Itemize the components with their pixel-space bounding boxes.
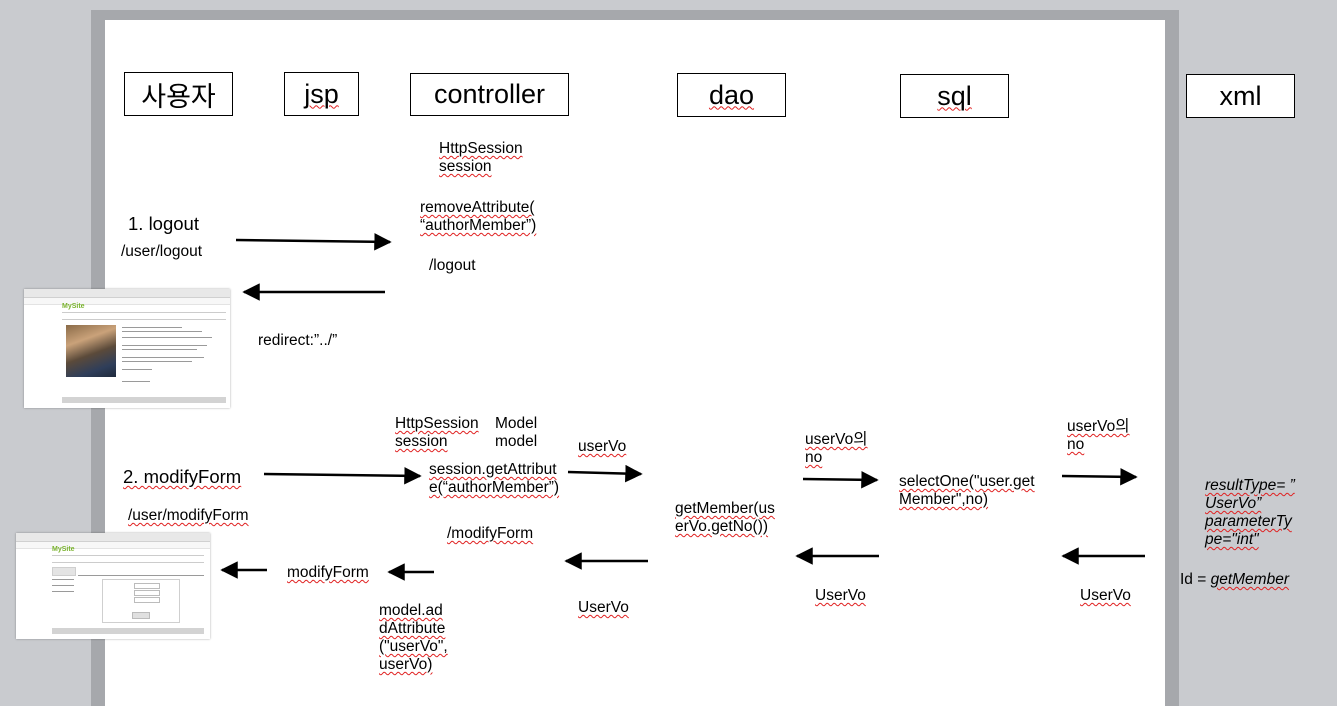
modify-url: /user/modifyForm [128, 507, 249, 524]
thumb-sidebar-active [52, 567, 76, 576]
thumb-form-input [134, 597, 160, 603]
dao-uservo-no: userVo의 no [805, 431, 868, 466]
thumb-brand: MySite [52, 546, 75, 553]
thumb-form-input [134, 583, 160, 589]
thumb-text-line [122, 357, 204, 358]
thumb-text-line [122, 361, 192, 362]
thumb-browser-tabs [16, 533, 210, 542]
logout-mapping: /logout [429, 257, 476, 274]
thumb-form-box [102, 579, 180, 623]
logout-url: /user/logout [121, 243, 202, 260]
thumb-footer [52, 628, 204, 634]
thumb-text-line [122, 327, 182, 328]
thumb-brand: MySite [62, 303, 85, 310]
arrow-controller-to-dao [567, 464, 643, 483]
main-page-thumbnail: MySite [24, 289, 230, 408]
thumb-sidebar-item [52, 579, 74, 580]
logout-session-decl: HttpSession session [439, 140, 523, 175]
arrow-logout-request [235, 233, 392, 251]
thumb-nav-bar [52, 555, 204, 563]
thumb-form-input [134, 590, 160, 596]
xml-return-uservo: UserVo [1080, 587, 1131, 604]
header-jsp: jsp [284, 72, 359, 116]
thumb-footer [62, 397, 226, 403]
header-controller: controller [410, 73, 569, 116]
thumb-browser-tabs [24, 289, 230, 298]
thumb-text-line [122, 337, 212, 338]
header-dao: dao [677, 73, 786, 117]
modify-model-decl: Model model [495, 415, 538, 450]
dao-return-uservo: UserVo [578, 599, 629, 616]
header-dao-label: dao [708, 79, 755, 110]
thumb-text-line [122, 369, 152, 370]
controller-view-name: modifyForm [287, 564, 369, 581]
logout-redirect: redirect:”../” [258, 332, 338, 349]
thumb-address-bar [16, 542, 210, 549]
xml-id-label: Id = [1180, 571, 1211, 588]
arrow-dao-to-sql [802, 471, 879, 489]
logout-step-label: 1. logout [128, 213, 199, 234]
thumb-text-line [122, 331, 202, 332]
thumb-section-rule [78, 575, 204, 576]
logout-remove-attribute: removeAttribute( “authorMember”) [420, 199, 537, 234]
sql-select-one: selectOne("user.get Member",no) [899, 473, 1035, 508]
thumb-nav-bar [62, 312, 226, 320]
modify-form-thumbnail: MySite [16, 533, 210, 639]
sql-uservo-no: userVo의 no [1067, 418, 1130, 453]
modify-uservo-label: userVo [578, 438, 627, 455]
arrow-modify-request [263, 467, 422, 485]
controller-modify-mapping: /modifyForm [447, 525, 534, 542]
header-sql: sql [900, 74, 1009, 118]
xml-id: Id = getMember [1180, 571, 1289, 589]
thumb-sidebar-item [52, 591, 74, 592]
modify-step-label: 2. modifyForm [123, 466, 242, 487]
header-jsp-label: jsp [304, 78, 339, 109]
dao-get-member: getMember(us erVo.getNo()) [675, 500, 775, 535]
header-xml: xml [1186, 74, 1295, 118]
thumb-sidebar-item [52, 585, 74, 586]
thumb-text-line [122, 345, 207, 346]
xml-id-value: getMember [1210, 571, 1289, 588]
thumb-text-line [122, 349, 197, 350]
header-user: 사용자 [124, 72, 233, 116]
xml-result-type: resultType= ” UserVo” parameterTy pe="in… [1205, 477, 1295, 548]
modify-session-decl: HttpSession session [395, 415, 479, 450]
arrow-sql-to-xml [1061, 468, 1138, 486]
sql-return-uservo: UserVo [815, 587, 866, 604]
header-sql-label: sql [937, 80, 972, 111]
controller-add-attribute: model.ad dAttribute ("userVo", userVo) [379, 602, 448, 673]
thumb-profile-photo [66, 325, 116, 377]
slide-canvas [105, 20, 1165, 706]
modify-get-attribute: session.getAttribut e(“authorMember”) [429, 461, 560, 496]
thumb-text-line [122, 381, 150, 382]
thumb-address-bar [24, 298, 230, 305]
thumb-form-button [132, 612, 150, 619]
